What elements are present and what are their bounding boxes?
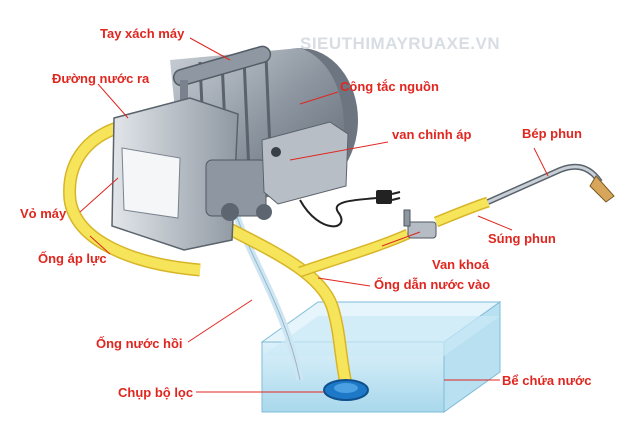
label-handle: Tay xách máy	[100, 26, 185, 41]
spray-gun	[486, 163, 615, 205]
label-lock-valve: Van khoá	[432, 257, 490, 272]
label-power-switch: Công tắc nguồn	[340, 79, 439, 94]
lock-valve	[403, 209, 437, 239]
label-housing: Vỏ máy	[20, 206, 67, 221]
label-outlet-line: Đường nước ra	[52, 71, 150, 86]
pump-head	[205, 159, 272, 221]
leader-lines	[79, 37, 549, 393]
label-inlet-hose: Ống dẫn nước vào	[374, 277, 491, 292]
power-plug	[376, 190, 401, 204]
label-return-hose: Ống nước hồi	[96, 336, 183, 351]
filter-cap	[323, 379, 369, 401]
watermark: SIEUTHIMAYRUAXE.VN	[300, 34, 501, 53]
label-spray-tip: Bép phun	[522, 126, 582, 141]
label-pressure-valve: van chỉnh áp	[392, 127, 472, 142]
label-water-tank: Bể chứa nước	[502, 373, 592, 388]
power-cord	[299, 197, 377, 228]
control-box	[261, 121, 349, 205]
label-pressure-hose: Ống áp lực	[38, 251, 107, 266]
label-spray-gun: Súng phun	[488, 231, 556, 246]
label-filter-cap: Chụp bộ lọc	[118, 385, 194, 400]
water-tank	[260, 301, 502, 413]
